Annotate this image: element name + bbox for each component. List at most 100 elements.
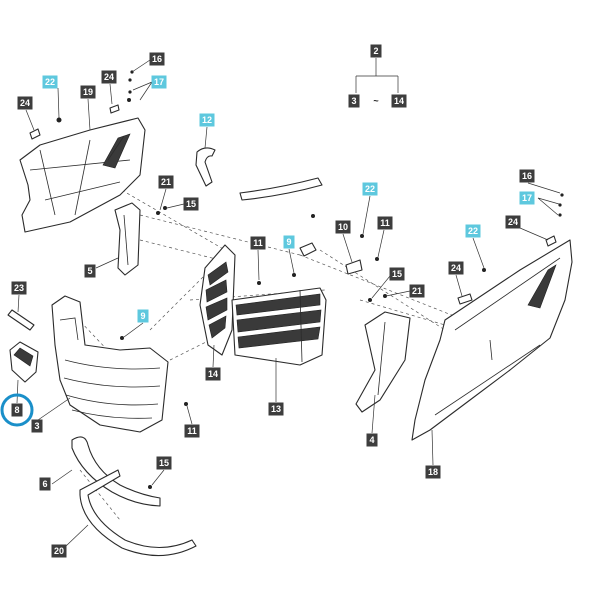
callout-number: 4 <box>369 435 374 445</box>
callout-number: 16 <box>152 54 162 64</box>
callout-number: 3 <box>34 421 39 431</box>
callout-box <box>80 85 96 99</box>
callout-box <box>519 191 535 205</box>
callout-2-l2: 2 <box>370 44 382 58</box>
callout-number: 24 <box>508 217 518 227</box>
callout-3-l3a: 3 <box>348 94 360 108</box>
callout-number: 22 <box>365 184 375 194</box>
callout-number: 2 <box>373 46 378 56</box>
callout-16-l16b: 16 <box>519 169 535 183</box>
callout-21-l21a: 21 <box>158 175 174 189</box>
callout-number: 12 <box>202 115 212 125</box>
part-23-strip <box>7 309 35 331</box>
callout-16-l16a: 16 <box>149 52 165 66</box>
callout-number: 24 <box>451 263 461 273</box>
callout-number: 24 <box>104 72 114 82</box>
callout-box <box>151 75 167 89</box>
callout-box <box>11 403 23 417</box>
callout-10-l10: 10 <box>335 220 351 234</box>
callout-box <box>149 52 165 66</box>
callout-number: ~ <box>373 96 378 106</box>
callout-24-l24b: 24 <box>17 96 33 110</box>
callout-number: 11 <box>380 218 390 228</box>
callout-number: 15 <box>186 199 196 209</box>
callout-box <box>39 477 51 491</box>
callout-11-l11b: 11 <box>250 236 266 250</box>
callout-number: 22 <box>468 226 478 236</box>
callout-number: 9 <box>140 311 145 321</box>
callout-box <box>156 456 172 470</box>
callout-box <box>158 175 174 189</box>
callout-box <box>362 182 378 196</box>
hardware-clips <box>29 104 557 305</box>
callout-13-l13: 13 <box>268 402 284 416</box>
callout-box <box>250 236 266 250</box>
callout-box <box>389 267 405 281</box>
callout-box <box>205 367 221 381</box>
highlight-circle <box>0 393 34 427</box>
callout-20-l20: 20 <box>51 544 67 558</box>
callout-3-l3b: 3 <box>31 419 43 433</box>
callout-box <box>84 264 96 278</box>
callout-22-l22b: 22 <box>362 182 378 196</box>
callout-box <box>17 96 33 110</box>
callout-24-l24c: 24 <box>505 215 521 229</box>
callout-number: 14 <box>394 96 404 106</box>
callout-number: 15 <box>159 458 169 468</box>
callout-box <box>42 75 58 89</box>
callout-number: 10 <box>338 222 348 232</box>
callout-number: 16 <box>522 171 532 181</box>
callout-box <box>335 220 351 234</box>
callout-15-l15b: 15 <box>389 267 405 281</box>
callout-number: 11 <box>187 426 197 436</box>
callout-box <box>465 224 481 238</box>
callout-number: 15 <box>392 269 402 279</box>
callout-box <box>348 94 360 108</box>
callout-box <box>101 70 117 84</box>
callout-number: 17 <box>522 193 532 203</box>
part-4-right-bracket <box>355 311 411 413</box>
part-18-right-side-panel <box>411 239 573 441</box>
callout-box <box>448 261 464 275</box>
part-5-left-bracket <box>114 202 141 276</box>
callout-9-l9a: 9 <box>283 235 295 249</box>
callout-number: 13 <box>271 404 281 414</box>
callout-12-l12: 12 <box>199 113 215 127</box>
callout-box <box>370 44 382 58</box>
callout-24-l24a: 24 <box>101 70 117 84</box>
callout-number: 23 <box>14 283 24 293</box>
callout-number: 3 <box>351 96 356 106</box>
callout-box <box>31 419 43 433</box>
callout-box <box>11 281 27 295</box>
callout-number: 20 <box>54 546 64 556</box>
callout-number: 11 <box>253 238 263 248</box>
part-12-hose <box>195 147 216 187</box>
leader-lines <box>16 58 561 547</box>
callout-number: 21 <box>412 286 422 296</box>
callout-19-l19: 19 <box>80 85 96 99</box>
callout-number: 5 <box>87 266 92 276</box>
callout-box <box>409 284 425 298</box>
part-20-bottom-seal <box>79 469 197 557</box>
callout-15-l15c: 15 <box>156 456 172 470</box>
callout-22-l22a: 22 <box>42 75 58 89</box>
callout-17-l17a: 17 <box>151 75 167 89</box>
callout-number: 17 <box>154 77 164 87</box>
callout-number: 24 <box>20 98 30 108</box>
callout-11-l11a: 11 <box>377 216 393 230</box>
callout-18-l18: 18 <box>425 465 441 479</box>
callout-5-l5: 5 <box>84 264 96 278</box>
callout-box <box>184 424 200 438</box>
callout-~-ltilde: ~ <box>373 96 378 106</box>
callout-box <box>268 402 284 416</box>
callout-number: 14 <box>208 369 218 379</box>
callout-14-l14a: 14 <box>391 94 407 108</box>
callout-number: 21 <box>161 177 171 187</box>
callout-box <box>505 215 521 229</box>
fastener-dots <box>56 70 564 489</box>
callout-box <box>377 216 393 230</box>
callout-box <box>366 433 378 447</box>
callout-15-l15a: 15 <box>183 197 199 211</box>
